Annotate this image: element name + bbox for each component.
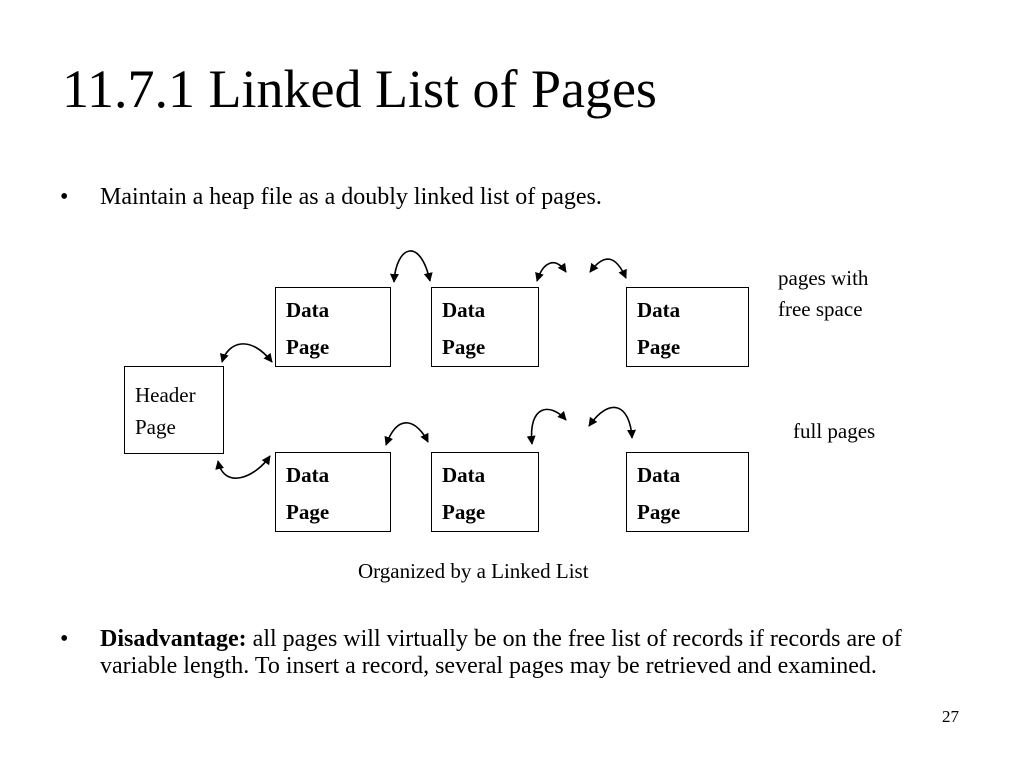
data-page-line1: Data (637, 463, 681, 487)
link-arrow-free-3-in (589, 258, 627, 279)
data-page-line1: Data (286, 298, 330, 322)
full-data-page-3: Data Page (626, 452, 749, 532)
bullet-bold-lead: Disadvantage: (100, 626, 247, 652)
data-page-line1: Data (286, 463, 330, 487)
free-data-page-3: Data Page (626, 287, 749, 367)
full-data-page-1: Data Page (275, 452, 391, 532)
bullet-item-heap-file: • Maintain a heap file as a doubly linke… (60, 184, 960, 214)
bullet-marker: • (60, 626, 69, 652)
free-space-label-line1: pages with (778, 266, 869, 290)
data-page-line1: Data (442, 298, 486, 322)
free-data-page-1: Data Page (275, 287, 391, 367)
bullet-text: Maintain a heap file as a doubly linked … (100, 184, 602, 210)
data-page-line2: Page (637, 500, 681, 524)
link-arrow-free-1-2 (389, 250, 433, 283)
link-arrow-full-3-in (588, 406, 637, 439)
full-data-page-2: Data Page (431, 452, 539, 532)
data-page-line1: Data (637, 298, 681, 322)
data-page-line2: Page (286, 500, 330, 524)
data-page-line2: Page (637, 335, 681, 359)
page-number: 27 (942, 707, 959, 726)
slide-title: 11.7.1 Linked List of Pages (62, 59, 657, 119)
bullet-item-disadvantage: • Disadvantage: all pages will virtually… (60, 626, 940, 710)
data-page-line1: Data (442, 463, 486, 487)
full-pages-label: full pages (793, 419, 876, 443)
header-page-line1: Header (135, 383, 196, 407)
data-page-line2: Page (442, 500, 486, 524)
free-space-label: pages with free space (778, 263, 868, 325)
header-page-line2: Page (135, 415, 176, 439)
link-arrow-full-2-out (526, 408, 567, 445)
data-page-line2: Page (286, 335, 330, 359)
diagram-caption: Organized by a Linked List (358, 559, 589, 583)
bullet-marker: • (60, 184, 69, 210)
free-data-page-2: Data Page (431, 287, 539, 367)
bullet-text: Disadvantage: all pages will virtually b… (100, 626, 920, 680)
link-arrow-header-free (220, 343, 273, 363)
bullet-body: all pages will virtually be on the free … (100, 626, 902, 679)
free-space-label-line2: free space (778, 297, 863, 321)
link-arrow-free-2-out (535, 262, 567, 282)
link-arrow-header-full (215, 455, 271, 479)
link-arrow-full-1-2 (384, 422, 429, 446)
header-page-box: Header Page (124, 366, 224, 454)
data-page-line2: Page (442, 335, 486, 359)
